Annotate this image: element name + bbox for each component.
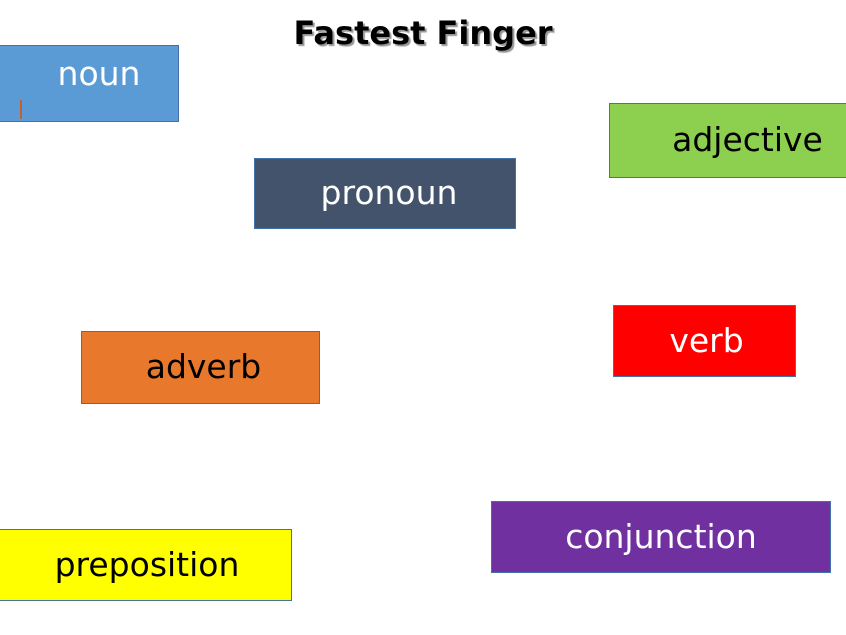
page-title: Fastest Finger xyxy=(293,14,553,52)
word-card-verb[interactable]: verb xyxy=(613,305,796,377)
word-card-label: adjective xyxy=(672,120,823,159)
word-card-label: adverb xyxy=(145,347,262,386)
word-card-preposition[interactable]: preposition xyxy=(0,529,292,601)
word-card-label: conjunction xyxy=(565,516,757,556)
word-card-label: verb xyxy=(669,320,744,360)
word-card-pronoun[interactable]: pronoun xyxy=(254,158,516,229)
word-card-conjunction[interactable]: conjunction xyxy=(491,501,831,573)
word-card-noun[interactable]: noun xyxy=(0,45,179,122)
word-card-adjective[interactable]: adjective xyxy=(609,103,846,178)
word-card-label: preposition xyxy=(54,544,240,584)
word-card-label: pronoun xyxy=(320,173,458,212)
word-card-adverb[interactable]: adverb xyxy=(81,331,320,404)
word-card-label: noun xyxy=(57,54,141,93)
text-caret-icon xyxy=(20,100,22,119)
